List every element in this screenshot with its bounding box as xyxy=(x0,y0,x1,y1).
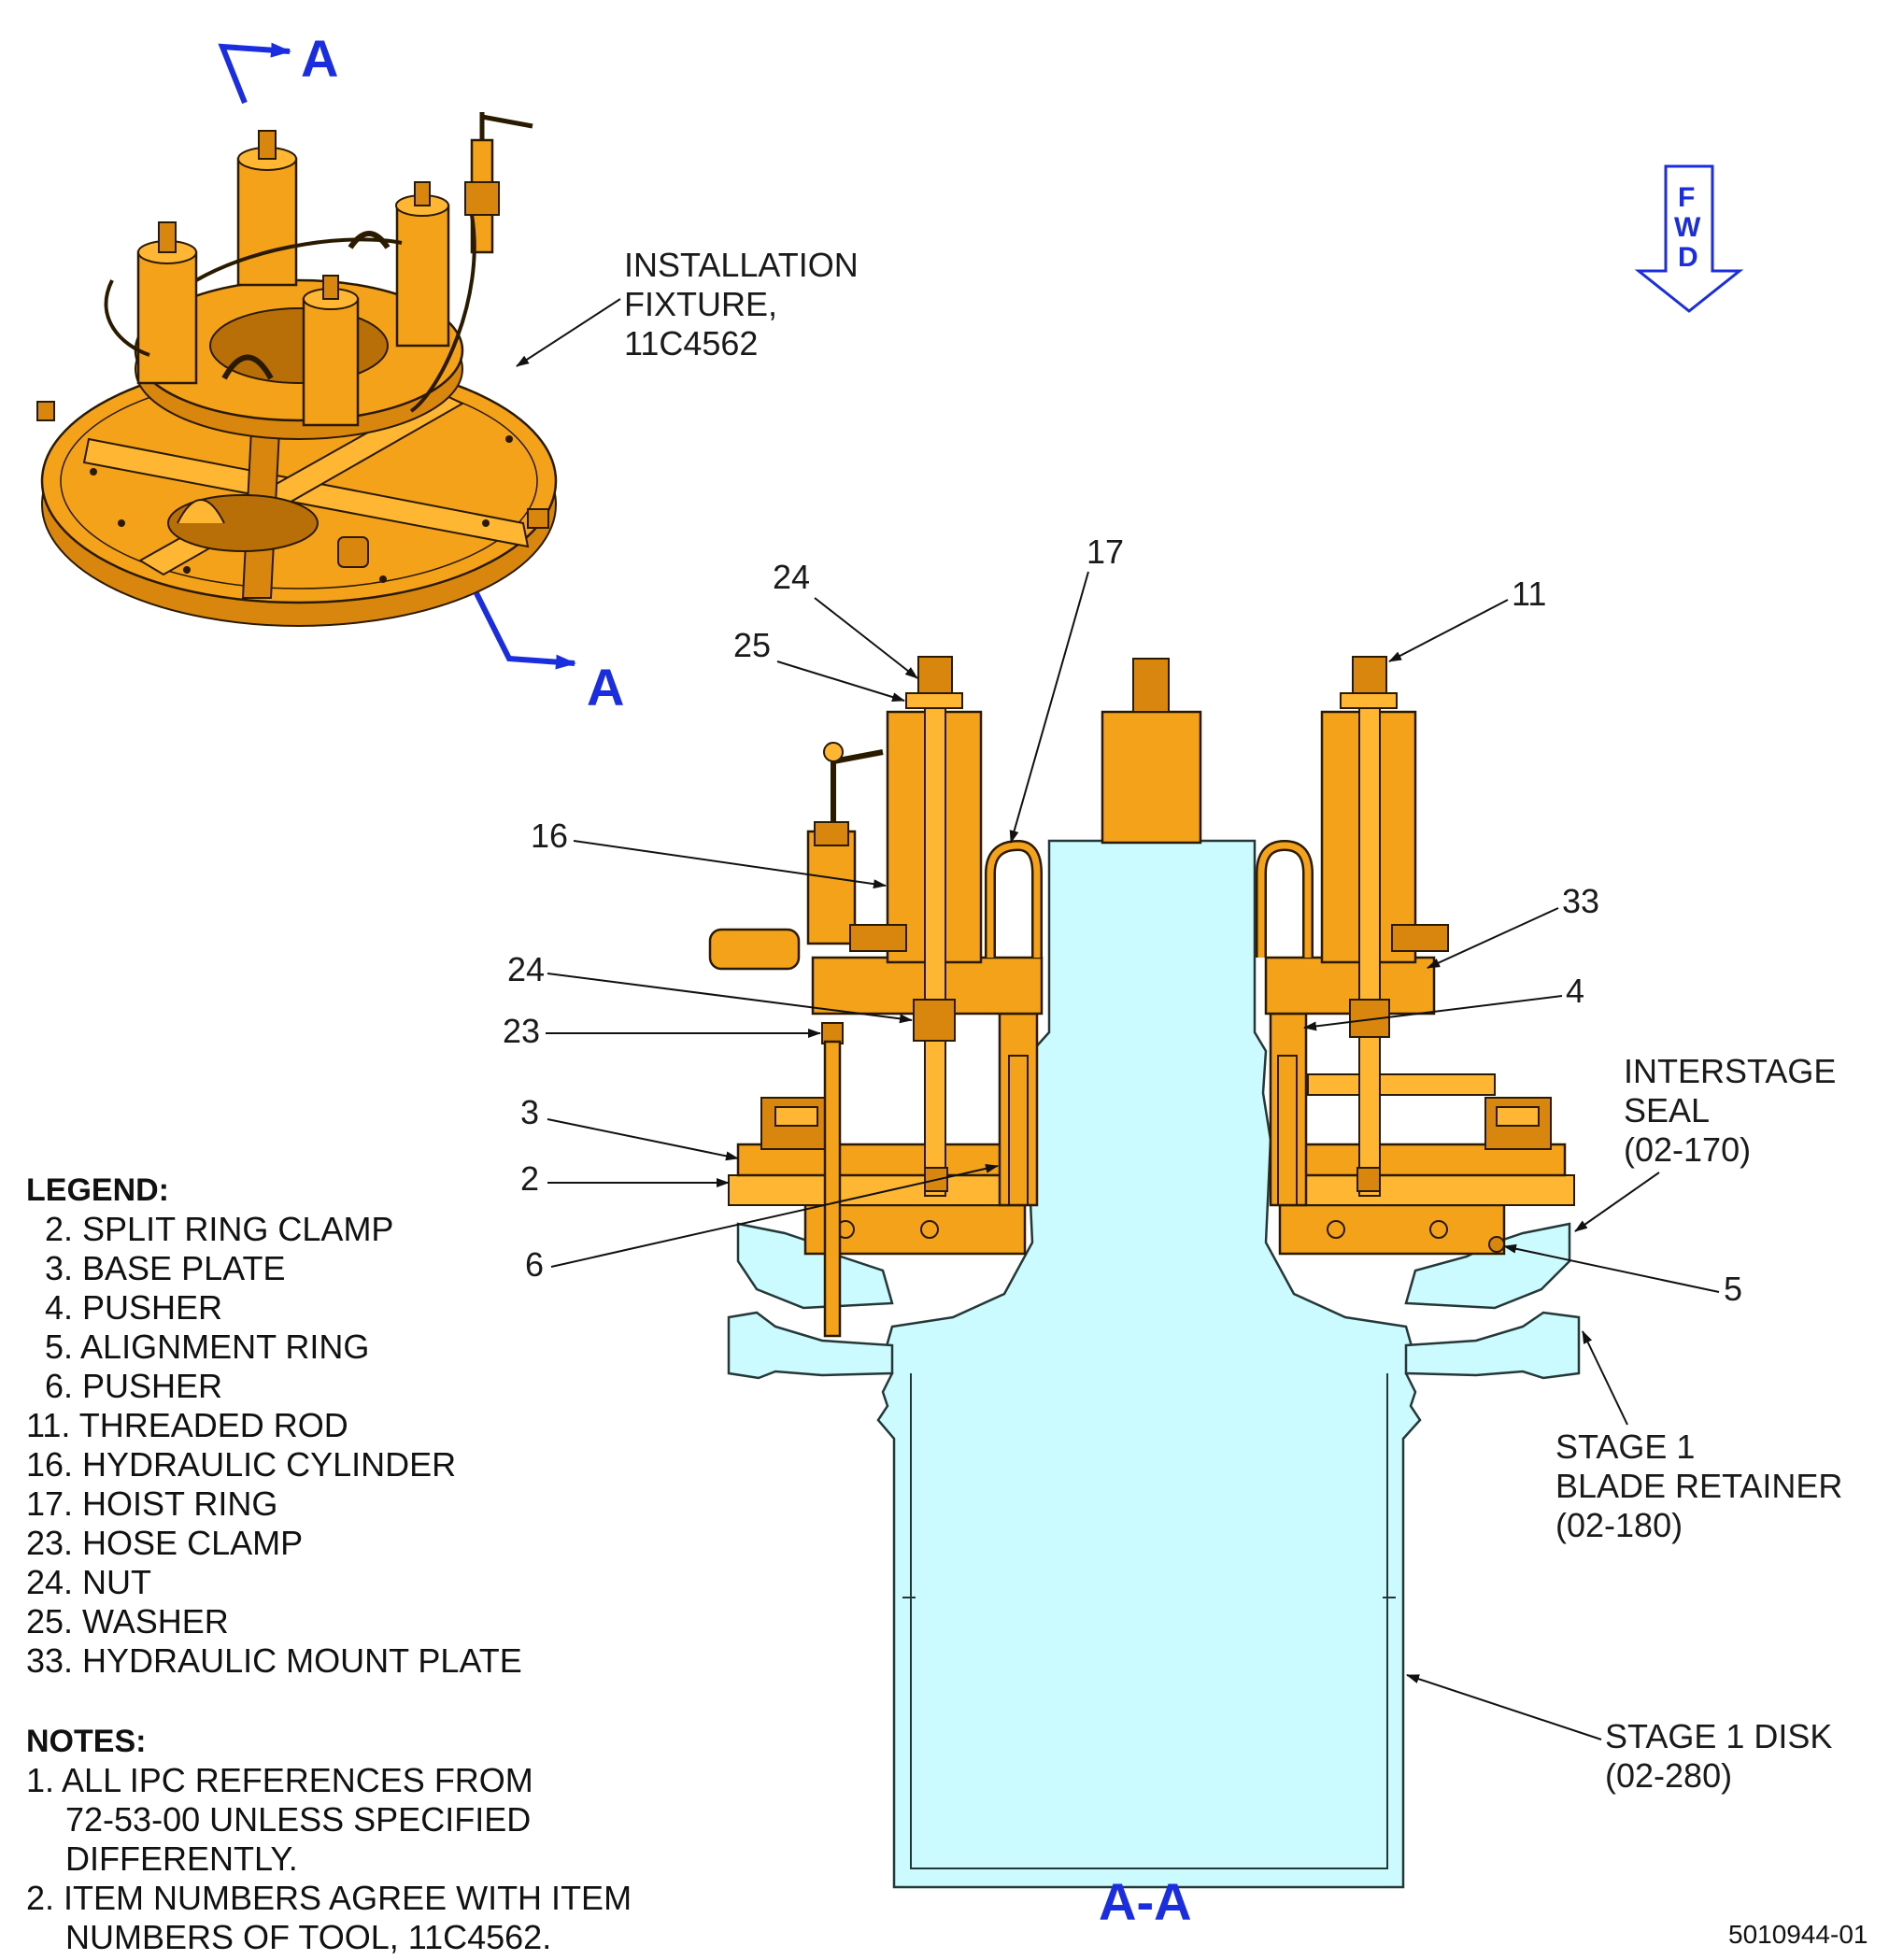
callout-16: 16 xyxy=(531,817,887,889)
callout-33: 33 xyxy=(1427,882,1599,969)
callout-25-label: 25 xyxy=(733,626,771,664)
hose-clamp xyxy=(821,1022,844,1044)
alignment-ring-right xyxy=(1278,1203,1506,1256)
callout-3-label: 3 xyxy=(520,1093,539,1131)
interstage-seal-line3: (02-170) xyxy=(1624,1130,1751,1169)
legend-item: 6. PUSHER xyxy=(45,1367,222,1405)
interstage-seal-line1: INTERSTAGE xyxy=(1624,1052,1836,1090)
callout-17-label: 17 xyxy=(1087,533,1124,571)
callout-2: 2 xyxy=(520,1159,730,1198)
legend-item: 3. BASE PLATE xyxy=(45,1249,285,1287)
legend-item: 4. PUSHER xyxy=(45,1288,222,1327)
callout-24-mid: 24 xyxy=(507,950,913,1024)
hoist-ring-left xyxy=(985,839,1043,958)
blade-retainer-line3: (02-180) xyxy=(1555,1506,1683,1544)
fwd-letter-w: W xyxy=(1674,212,1701,243)
split-ring-clamp-left xyxy=(728,1174,1033,1206)
blade-retainer-line2: BLADE RETAINER xyxy=(1555,1467,1842,1505)
legend-item: 17. HOIST RING xyxy=(26,1484,277,1523)
fwd-letter-d: D xyxy=(1678,242,1698,273)
section-a-a-view xyxy=(708,656,1581,1889)
section-letter-a-bottom: A xyxy=(587,658,624,717)
legend-item: 16. HYDRAULIC CYLINDER xyxy=(26,1445,456,1484)
pusher-6-left xyxy=(998,1012,1039,1207)
callout-2-label: 2 xyxy=(520,1159,539,1198)
callout-11-label: 11 xyxy=(1512,575,1546,613)
callout-3: 3 xyxy=(520,1093,739,1161)
callout-installation-fixture: INSTALLATION FIXTURE, 11C4562 xyxy=(516,246,859,367)
washer-top-left xyxy=(905,692,963,709)
section-cut-marker-top: A xyxy=(218,29,338,105)
stage1-disk-line1: STAGE 1 DISK xyxy=(1605,1717,1832,1755)
nut-mid-left xyxy=(913,999,956,1042)
legend-item: 25. WASHER xyxy=(26,1602,229,1640)
callout-installation-fixture-line1: INSTALLATION xyxy=(624,246,859,284)
legend-item: 23. HOSE CLAMP xyxy=(26,1524,303,1562)
nut-top-right xyxy=(1352,656,1387,695)
section-title: A-A xyxy=(1099,1872,1192,1931)
callout-stage1-disk: STAGE 1 DISK (02-280) xyxy=(1406,1674,1832,1795)
legend-heading: LEGEND: xyxy=(26,1172,169,1208)
notes: NOTES: 1. ALL IPC REFERENCES FROM 72-53-… xyxy=(26,1724,632,1956)
callout-24-mid-label: 24 xyxy=(507,950,545,988)
note-line: 1. ALL IPC REFERENCES FROM xyxy=(26,1761,533,1799)
stage1-disk-shape xyxy=(876,839,1422,1889)
callout-4-label: 4 xyxy=(1566,972,1584,1010)
legend-item: 11. THREADED ROD xyxy=(26,1406,348,1444)
fwd-letter-f: F xyxy=(1678,182,1695,213)
callout-interstage-seal: INTERSTAGE SEAL (02-170) xyxy=(1574,1052,1836,1232)
callout-installation-fixture-line3: 11C4562 xyxy=(624,324,758,362)
interstage-seal-line2: SEAL xyxy=(1624,1091,1710,1129)
callout-6-label: 6 xyxy=(525,1245,544,1284)
callout-25: 25 xyxy=(733,626,905,702)
callout-installation-fixture-line2: FIXTURE, xyxy=(624,285,777,323)
legend-item: 33. HYDRAULIC MOUNT PLATE xyxy=(26,1641,522,1680)
hydraulic-cylinder-center xyxy=(1101,710,1202,845)
callout-5: 5 xyxy=(1503,1243,1742,1308)
note-line: 72-53-00 UNLESS SPECIFIED xyxy=(65,1800,531,1839)
note-line: 2. ITEM NUMBERS AGREE WITH ITEM xyxy=(26,1879,632,1917)
callout-33-label: 33 xyxy=(1562,882,1599,920)
note-line: NUMBERS OF TOOL, 11C4562. xyxy=(65,1918,551,1956)
blade-retainer-right xyxy=(1404,1311,1581,1380)
callout-6: 6 xyxy=(525,1163,999,1284)
callout-24-top-label: 24 xyxy=(773,558,810,596)
legend-item: 5. ALIGNMENT RING xyxy=(45,1328,369,1366)
legend: LEGEND: 2. SPLIT RING CLAMP 3. BASE PLAT… xyxy=(26,1172,522,1680)
callout-23-label: 23 xyxy=(503,1012,540,1050)
legend-item: 24. NUT xyxy=(26,1563,151,1601)
split-ring-clamp-right xyxy=(1270,1174,1575,1206)
callout-23: 23 xyxy=(503,1012,821,1050)
notes-heading: NOTES: xyxy=(26,1724,146,1759)
callout-11: 11 xyxy=(1388,575,1546,662)
legend-item: 2. SPLIT RING CLAMP xyxy=(45,1210,393,1248)
threaded-rod-right xyxy=(1358,690,1381,1197)
blade-retainer-left xyxy=(727,1311,894,1380)
callout-4: 4 xyxy=(1303,972,1584,1031)
pusher-4-right xyxy=(1269,1012,1308,1207)
note-line: DIFFERENTLY. xyxy=(65,1839,298,1878)
nut-top-left xyxy=(917,656,953,695)
callout-17: 17 xyxy=(1009,533,1124,844)
callout-5-label: 5 xyxy=(1724,1270,1742,1308)
callout-stage1-blade-retainer: STAGE 1 BLADE RETAINER (02-180) xyxy=(1555,1330,1842,1544)
blade-retainer-line1: STAGE 1 xyxy=(1555,1427,1695,1466)
callout-24-top: 24 xyxy=(773,558,918,679)
figure-id: 5010944-01 xyxy=(1728,1920,1868,1949)
section-cut-marker-bottom: A xyxy=(474,591,624,717)
threaded-rod-left xyxy=(924,690,946,1197)
section-letter-a-top: A xyxy=(301,29,338,88)
stage1-disk-line2: (02-280) xyxy=(1605,1756,1732,1795)
fwd-direction-arrow: F W D xyxy=(1634,164,1744,313)
callout-16-label: 16 xyxy=(531,817,568,855)
hoist-ring-right xyxy=(1256,839,1314,958)
fixture-isometric-view xyxy=(36,112,558,627)
